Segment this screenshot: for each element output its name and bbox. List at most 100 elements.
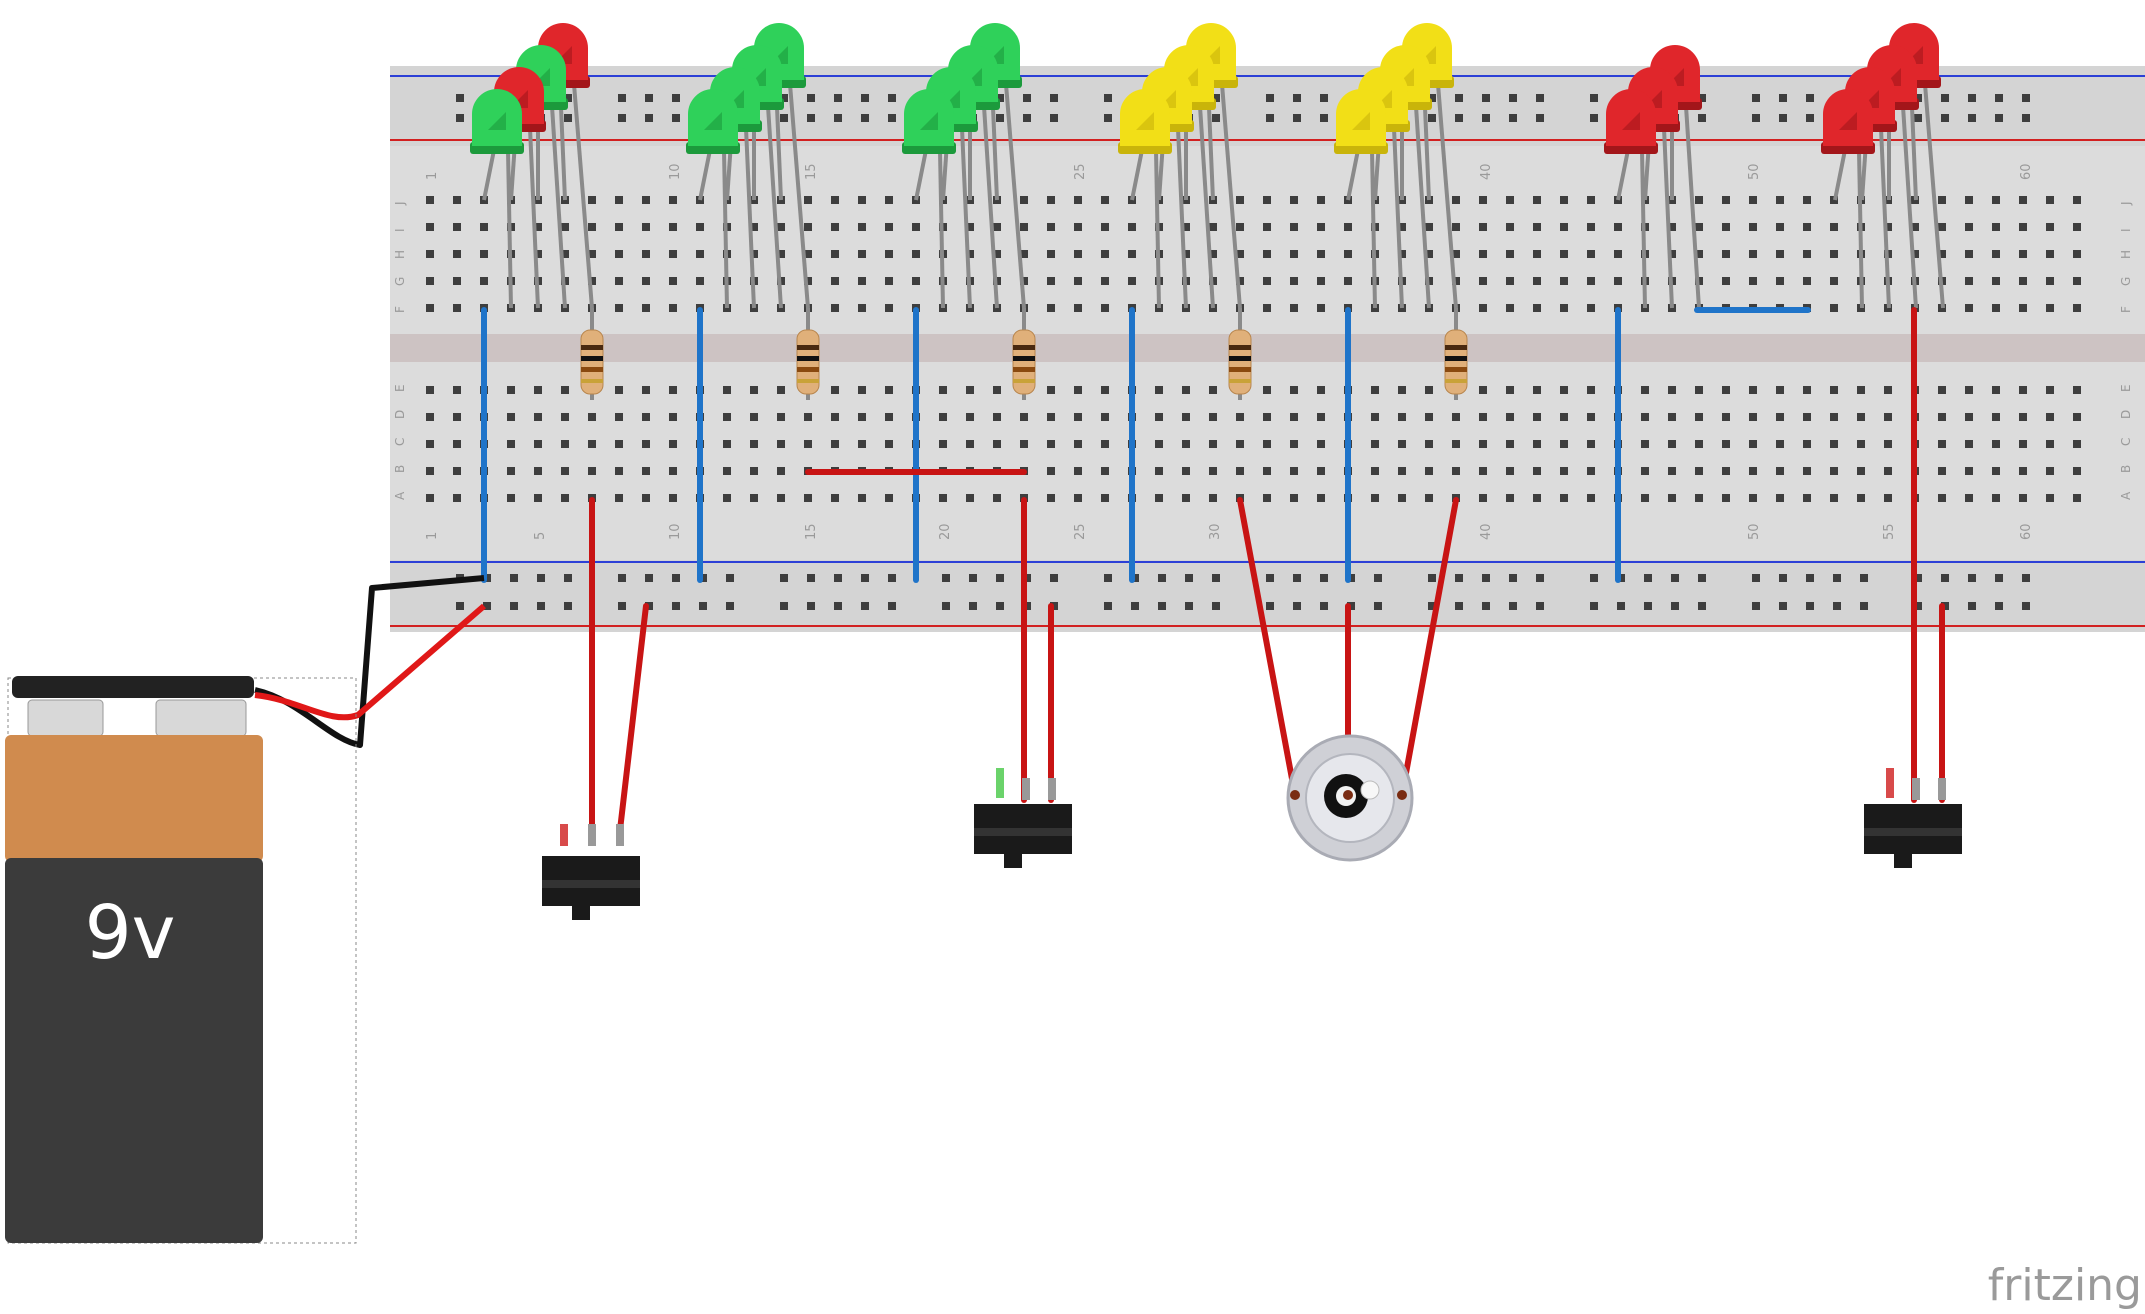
breadboard-hole	[2046, 494, 2054, 502]
breadboard-hole	[1992, 196, 2000, 204]
rail-hole	[780, 114, 788, 122]
breadboard-hole	[1425, 250, 1433, 258]
breadboard-hole	[1263, 494, 1271, 502]
breadboard-hole	[453, 467, 461, 475]
fritzing-logo: fritzing	[1988, 1260, 2142, 1311]
breadboard-hole	[1506, 223, 1514, 231]
slide-switch-1[interactable]	[542, 824, 640, 920]
rail-hole	[1752, 574, 1760, 582]
breadboard-hole	[1803, 223, 1811, 231]
breadboard-hole	[1641, 440, 1649, 448]
breadboard-hole	[453, 494, 461, 502]
breadboard-hole	[642, 304, 650, 312]
resistor-body	[580, 329, 604, 395]
rail-hole	[1941, 114, 1949, 122]
row-letter: B	[393, 465, 407, 473]
breadboard-hole	[1506, 304, 1514, 312]
rail-hole	[1644, 602, 1652, 610]
rail-hole	[618, 94, 626, 102]
breadboard-hole	[1506, 494, 1514, 502]
rail-hole	[1644, 574, 1652, 582]
red-battery-wire[interactable]	[254, 603, 486, 721]
breadboard-hole	[669, 250, 677, 258]
breadboard-hole	[1749, 196, 1757, 204]
breadboard-hole	[1398, 467, 1406, 475]
rotary-potentiometer[interactable]	[1286, 734, 1414, 862]
rail-hole	[1779, 574, 1787, 582]
column-number: 25	[1073, 163, 1088, 180]
breadboard-hole	[1587, 386, 1595, 394]
breadboard-hole	[1722, 250, 1730, 258]
red-wire[interactable]	[1399, 497, 1459, 798]
slide-switch-3[interactable]	[1864, 768, 1962, 868]
red-wire[interactable]	[1237, 497, 1298, 798]
rail-hole	[510, 574, 518, 582]
breadboard-hole	[777, 494, 785, 502]
breadboard-hole	[2073, 223, 2081, 231]
breadboard-hole	[1641, 413, 1649, 421]
breadboard-hole	[1749, 277, 1757, 285]
breadboard-hole	[993, 250, 1001, 258]
breadboard-hole	[858, 277, 866, 285]
red-wire[interactable]	[617, 603, 649, 833]
breadboard-hole	[642, 196, 650, 204]
breadboard-hole	[723, 413, 731, 421]
rail-hole	[1374, 602, 1382, 610]
breadboard-hole	[615, 467, 623, 475]
rail-hole	[1293, 114, 1301, 122]
breadboard-hole	[1371, 386, 1379, 394]
breadboard-hole	[1992, 223, 2000, 231]
breadboard-hole	[1020, 413, 1028, 421]
breadboard-hole	[1749, 250, 1757, 258]
breadboard-hole	[912, 223, 920, 231]
row-letters-left-bottom: E D C B A	[393, 384, 407, 500]
led-leg	[1833, 149, 1847, 201]
breadboard-hole	[2073, 277, 2081, 285]
breadboard-hole	[1236, 223, 1244, 231]
breadboard-hole	[885, 250, 893, 258]
led-green	[688, 89, 738, 146]
breadboard-hole	[1263, 277, 1271, 285]
breadboard-hole	[1884, 494, 1892, 502]
breadboard-hole	[1263, 250, 1271, 258]
breadboard-hole	[453, 304, 461, 312]
breadboard-hole	[723, 440, 731, 448]
breadboard-hole	[615, 277, 623, 285]
breadboard-hole	[615, 440, 623, 448]
slide-switch-2[interactable]	[974, 768, 1072, 868]
breadboard-hole	[1074, 304, 1082, 312]
rail-hole	[1941, 94, 1949, 102]
breadboard-hole	[1803, 467, 1811, 475]
breadboard-hole	[642, 440, 650, 448]
breadboard-hole	[1074, 467, 1082, 475]
breadboard-hole	[1722, 494, 1730, 502]
led-leg	[1154, 149, 1161, 309]
led-die	[1622, 112, 1640, 130]
breadboard-hole	[1074, 196, 1082, 204]
rail-hole	[1509, 574, 1517, 582]
breadboard-hole	[1776, 440, 1784, 448]
breadboard-hole	[1641, 386, 1649, 394]
breadboard-hole	[669, 467, 677, 475]
breadboard-hole	[2046, 467, 2054, 475]
breadboard-hole	[966, 440, 974, 448]
breadboard-hole	[426, 223, 434, 231]
row-letter: D	[393, 410, 407, 419]
breadboard-hole	[1560, 196, 1568, 204]
row-letter: H	[2119, 250, 2133, 259]
rail-hole	[537, 602, 545, 610]
breadboard-hole	[588, 277, 596, 285]
rail-hole	[1320, 94, 1328, 102]
rail-hole	[888, 114, 896, 122]
breadboard-hole	[1479, 304, 1487, 312]
rail-hole	[996, 94, 1004, 102]
breadboard-hole	[1398, 413, 1406, 421]
breadboard-hole	[1830, 304, 1838, 312]
breadboard-hole	[1020, 277, 1028, 285]
breadboard-hole	[993, 494, 1001, 502]
breadboard-hole	[1668, 494, 1676, 502]
breadboard-hole	[453, 386, 461, 394]
breadboard-hole	[1830, 196, 1838, 204]
breadboard-hole	[1938, 223, 1946, 231]
breadboard-hole	[804, 440, 812, 448]
